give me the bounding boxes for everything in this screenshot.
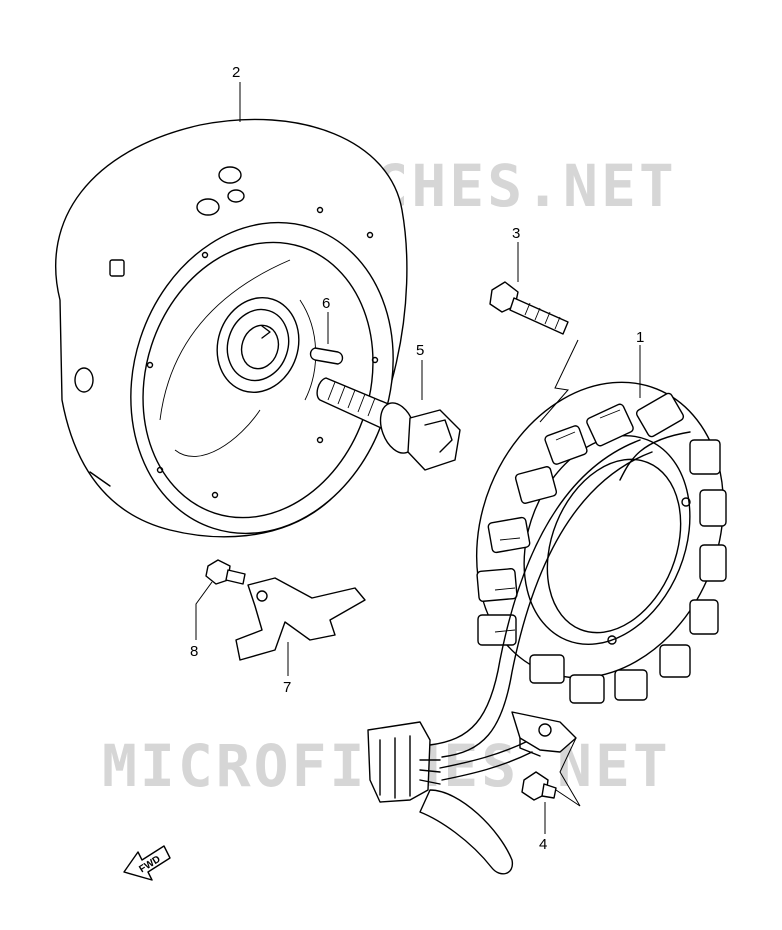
wire-clamp	[511, 711, 577, 757]
woodruff-key	[309, 347, 344, 365]
callout-8: 8	[190, 643, 198, 660]
wire-connector	[367, 721, 514, 875]
bracket-bolt	[205, 559, 246, 585]
callout-7: 7	[283, 679, 291, 696]
callout-2: 2	[232, 64, 240, 81]
rotor-bolt	[316, 377, 461, 471]
clamp-bolt	[521, 771, 557, 801]
callout-1: 1	[636, 329, 644, 346]
stator-bolt	[489, 281, 569, 335]
rotor-flywheel	[55, 118, 408, 538]
fwd-arrow-icon: FWD	[123, 845, 171, 881]
callout-4-bottom: 4	[539, 836, 547, 853]
callout-6: 6	[322, 295, 330, 312]
stator-assembly	[429, 381, 727, 781]
callout-3: 3	[512, 225, 520, 242]
leader-lines	[195, 82, 641, 834]
bracket	[235, 577, 366, 661]
callout-5: 5	[416, 342, 424, 359]
